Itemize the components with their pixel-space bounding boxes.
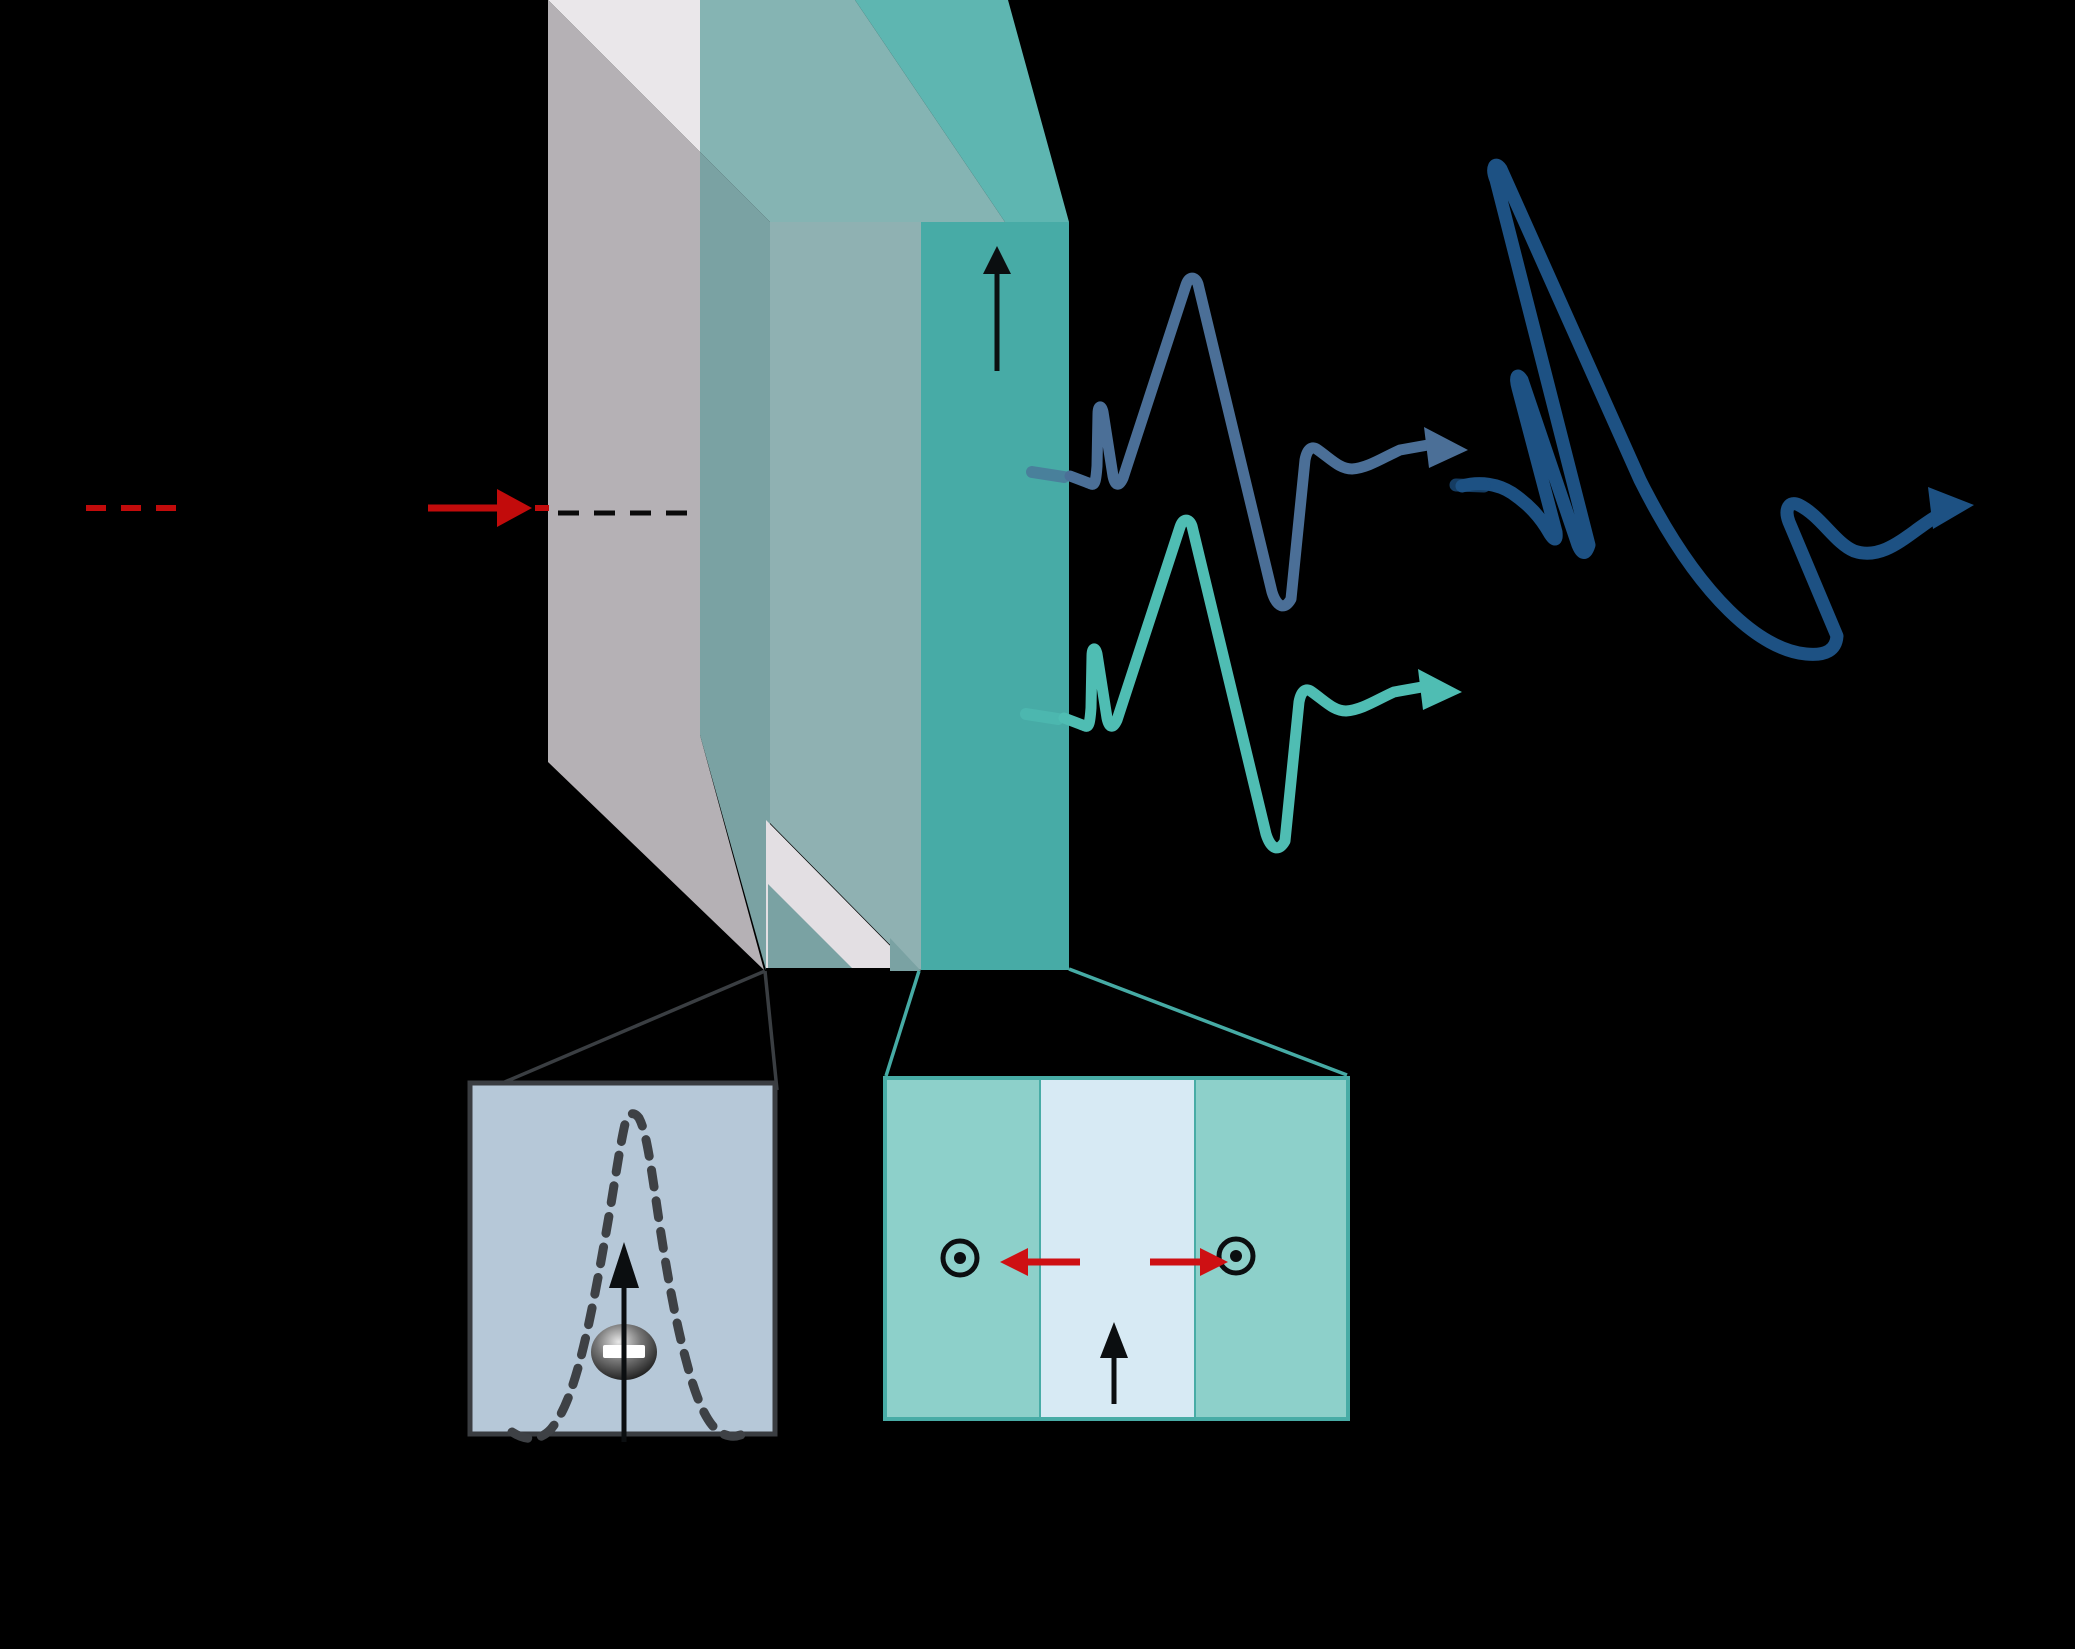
- cfb-band: [1040, 1078, 1195, 1419]
- cfb-magnetization-arrow: [1100, 1322, 1128, 1404]
- e-total-wave: [1449, 158, 1974, 661]
- spin-current-arrow-left: [1000, 1248, 1080, 1276]
- zoom-leader-lines-optical: [471, 969, 779, 1098]
- pulse-arrow-head: [497, 489, 532, 527]
- optical-inset-box: [467, 1080, 778, 1443]
- w-band: [885, 1078, 1040, 1419]
- pt-band: [1195, 1078, 1348, 1419]
- spin-current-arrow-right: [1150, 1248, 1228, 1276]
- electron-up-arrow: [609, 1242, 639, 1442]
- plus-sign: [1376, 452, 1476, 592]
- gase-corner-edge: [890, 938, 921, 971]
- ste-top-face: [855, 0, 1069, 222]
- spin-inset-box: [883, 1076, 1350, 1421]
- gase-top-face: [700, 0, 1005, 222]
- gase-side-face: [700, 152, 770, 970]
- fs-pulse-waveform: [86, 489, 549, 527]
- gase-front-face: [770, 222, 921, 970]
- substrate-front-face: [548, 0, 764, 970]
- gaussian-envelope-dashed: [507, 1109, 753, 1443]
- ste-magnetization-arrow: [983, 246, 1011, 371]
- slab-structure: [548, 0, 1069, 971]
- zoom-leader-lines-spin: [884, 967, 1348, 1077]
- out-of-plane-current-icon-left: [940, 1238, 980, 1278]
- out-of-plane-current-icon-right: [1216, 1236, 1256, 1276]
- gase-bottom-edge: [768, 884, 852, 968]
